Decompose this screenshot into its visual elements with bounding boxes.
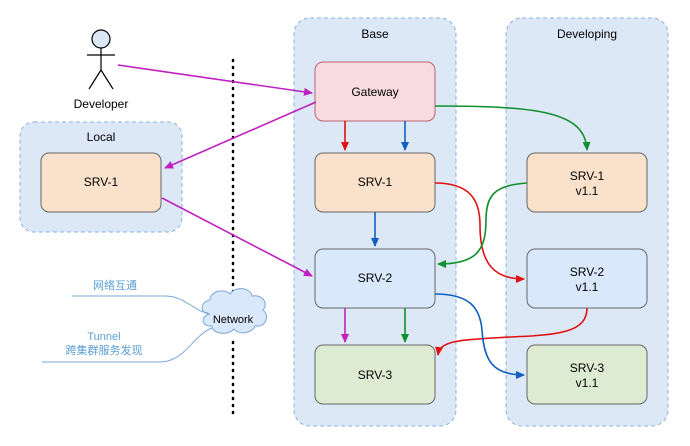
edge-srv1-dev-srv2 — [434, 182, 525, 283]
group-base-title: Base — [361, 27, 389, 41]
edge-dev-srv2-srv3 — [435, 307, 588, 356]
side-connector-2 — [42, 327, 213, 363]
edge-srv2-dev-srv3 — [434, 293, 525, 379]
group-developing-title: Developing — [557, 27, 617, 41]
node-base-srv1[interactable]: SRV-1 — [314, 152, 436, 213]
edge-dev-srv1-srv2 — [437, 182, 528, 268]
node-local-srv1[interactable]: SRV-1 — [40, 152, 162, 213]
node-base-srv2-label: SRV-2 — [358, 271, 393, 285]
network-side-label-2a: Tunnel — [87, 331, 120, 343]
edge-developer-gateway — [117, 64, 313, 96]
edge-local-srv1-srv2 — [161, 197, 313, 277]
node-base-srv3-label: SRV-3 — [358, 368, 393, 382]
node-dev-srv2[interactable]: SRV-2 v1.1 — [526, 248, 648, 309]
node-base-srv2[interactable]: SRV-2 — [314, 248, 436, 309]
node-dev-srv3-name: SRV-3 — [570, 361, 605, 375]
developer-label: Developer — [74, 97, 129, 111]
node-dev-srv3-version: v1.1 — [576, 376, 599, 390]
side-connector-1 — [72, 295, 209, 314]
network-side-label-1: 网络互通 — [93, 278, 137, 292]
node-dev-srv1-version: v1.1 — [576, 184, 599, 198]
node-dev-srv1[interactable]: SRV-1 v1.1 — [526, 152, 648, 213]
network-label: Network — [213, 314, 254, 326]
node-dev-srv2-name: SRV-2 — [570, 265, 605, 279]
node-base-srv1-label: SRV-1 — [358, 175, 393, 189]
group-local-title: Local — [87, 130, 116, 144]
edge-gateway-local-srv1 — [164, 101, 317, 169]
network-cloud-icon: Network — [201, 288, 267, 334]
node-dev-srv3[interactable]: SRV-3 v1.1 — [526, 344, 648, 405]
node-base-srv3[interactable]: SRV-3 — [314, 344, 436, 405]
network-side-label-2b: 跨集群服务发现 — [66, 343, 143, 357]
group-developing: Developing — [505, 17, 669, 427]
node-dev-srv1-name: SRV-1 — [570, 169, 605, 183]
node-dev-srv2-version: v1.1 — [576, 280, 599, 294]
node-gateway[interactable]: Gateway — [314, 61, 436, 122]
node-gateway-label: Gateway — [351, 85, 398, 99]
developer-actor-icon — [87, 29, 115, 90]
edge-gateway-dev-srv1 — [434, 105, 591, 151]
node-local-srv1-label: SRV-1 — [84, 175, 119, 189]
